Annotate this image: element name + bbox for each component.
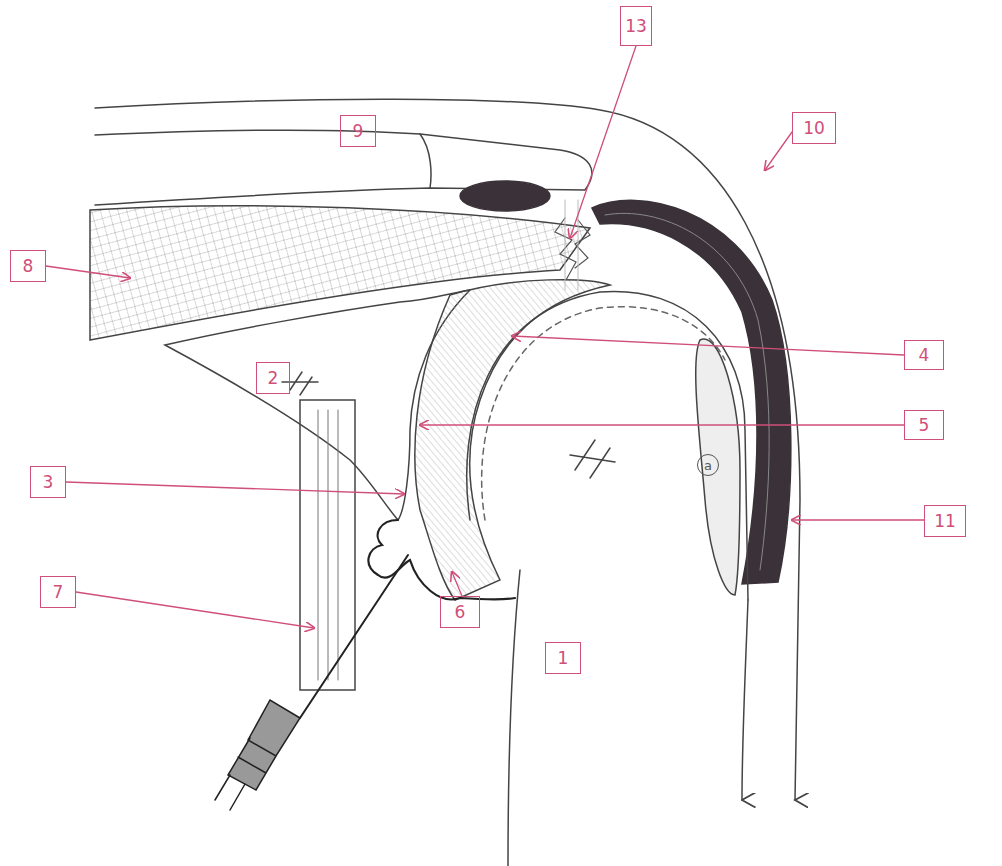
callout-number: 10: [803, 118, 825, 138]
callout-box: 6: [440, 596, 480, 628]
callout-box: a: [697, 454, 719, 476]
humerus-shaft: [742, 600, 748, 800]
callout-number: 9: [353, 121, 364, 141]
callout-number: a: [704, 458, 712, 473]
callout-number: 1: [558, 648, 569, 668]
needle: [300, 555, 408, 718]
biceps-tendon: [696, 339, 740, 595]
callout-box: 5: [904, 410, 944, 440]
callout-box: 3: [30, 466, 66, 498]
callout-number: 6: [455, 602, 466, 622]
humeral-head: [467, 291, 748, 600]
ac-joint: [460, 181, 550, 211]
cartilage-line: [482, 307, 725, 520]
callout-box: 8: [10, 250, 46, 282]
callout-box: 10: [792, 112, 836, 144]
callout-box: 7: [40, 576, 76, 608]
callout-number: 3: [43, 472, 54, 492]
callout-number: 2: [268, 368, 279, 388]
callout-number: 8: [23, 256, 34, 276]
callout-box: 4: [904, 340, 944, 370]
callout-box: 11: [924, 505, 966, 537]
callout-number: 11: [934, 511, 956, 531]
skin-line: [95, 99, 800, 800]
callout-box: 2: [256, 362, 290, 394]
callout-number: 13: [625, 16, 647, 36]
axillary-recess: [368, 520, 515, 600]
callout-box: 9: [340, 115, 376, 147]
joint-capsule: [415, 280, 610, 600]
callout-box: 1: [545, 642, 581, 674]
callout-number: 7: [53, 582, 64, 602]
callout-box: 13: [620, 6, 652, 46]
tendon-tear: [555, 218, 590, 280]
callout-number: 4: [919, 345, 930, 365]
syringe: [215, 700, 300, 810]
callout-number: 5: [919, 415, 930, 435]
bursa-crescent: [592, 200, 791, 584]
